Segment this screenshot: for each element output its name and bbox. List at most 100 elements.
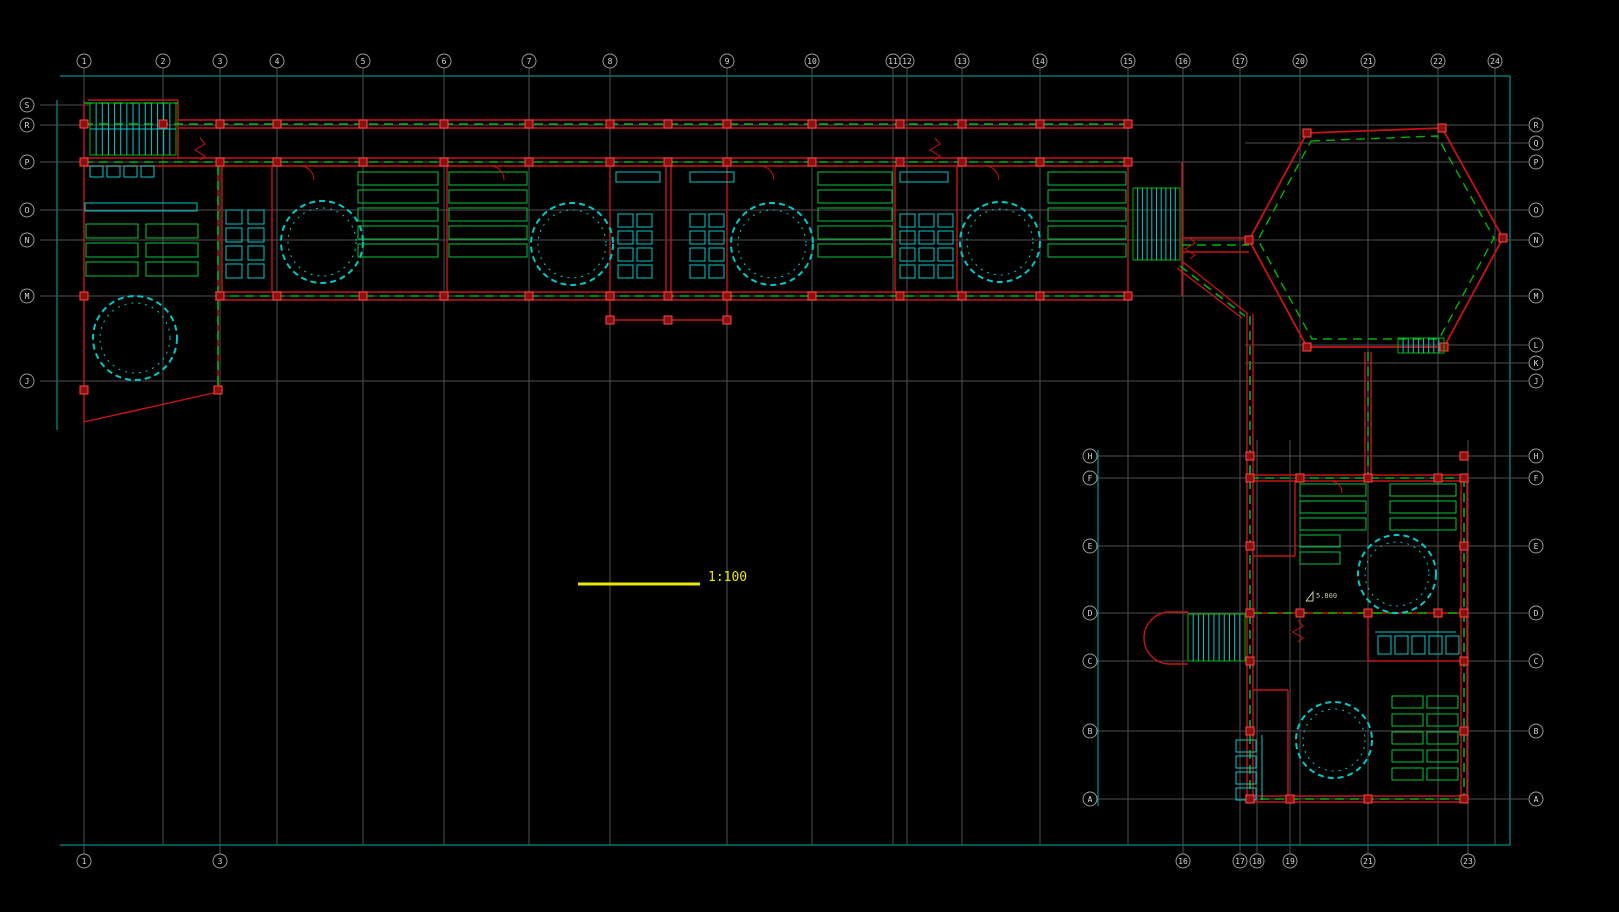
svg-text:B: B [1088,727,1093,736]
grid-bubble: R [1528,117,1544,133]
grid-bubble: M [1528,288,1544,304]
svg-text:P: P [1534,158,1539,167]
svg-text:12: 12 [902,57,912,66]
grid-bubble: 21 [1360,53,1376,69]
grid-bubble: 23 [1460,853,1476,869]
grid-bubble: J [19,373,35,389]
grid-bubble: 24 [1487,53,1503,69]
svg-text:C: C [1534,657,1539,666]
grid-bubble: 20 [1292,53,1308,69]
svg-text:L: L [1534,341,1539,350]
grid-bubble: O [1528,202,1544,218]
grid-bubble: A [1082,791,1098,807]
grid-bubble: 1 [76,53,92,69]
svg-text:R: R [25,121,30,130]
grid-bubble: 22 [1430,53,1446,69]
grid-bubble: B [1082,723,1098,739]
svg-text:14: 14 [1035,57,1045,66]
svg-text:3: 3 [218,57,223,66]
grid-bubble: 18 [1249,853,1265,869]
grid-bubble: 16 [1175,853,1191,869]
grid-bubble: J [1528,373,1544,389]
level-annotation: 5.800 [1305,590,1337,602]
border-frame [56,75,1511,846]
level-text: 5.800 [1316,592,1337,600]
grid-bubble: F [1082,470,1098,486]
svg-text:O: O [25,206,30,215]
svg-text:18: 18 [1252,857,1262,866]
building-plan [79,99,1508,804]
grid-bubble: A [1528,791,1544,807]
svg-text:23: 23 [1463,857,1473,866]
grid-bubble: 19 [1282,853,1298,869]
grid-bubble: E [1082,538,1098,554]
svg-text:A: A [1088,795,1093,804]
grid-bubble: 8 [602,53,618,69]
grid-bubble: E [1528,538,1544,554]
scale-bar: 1:100 [578,570,747,586]
grid-bubble: 15 [1120,53,1136,69]
grid-bubble: Q [1528,135,1544,151]
svg-text:19: 19 [1285,857,1295,866]
svg-text:16: 16 [1178,857,1188,866]
svg-text:S: S [25,101,30,110]
svg-text:Q: Q [1534,139,1539,148]
svg-text:M: M [25,292,30,301]
svg-text:3: 3 [218,857,223,866]
grid-bubble: 4 [269,53,285,69]
svg-text:E: E [1534,542,1539,551]
grid-bubble: 12 [899,53,915,69]
svg-text:5: 5 [361,57,366,66]
grid-bubble: F [1528,470,1544,486]
grid-bubble: 3 [212,53,228,69]
grid-bubble: B [1528,723,1544,739]
svg-text:24: 24 [1490,57,1500,66]
svg-text:13: 13 [957,57,967,66]
svg-text:B: B [1534,727,1539,736]
svg-text:1: 1 [82,857,87,866]
grid-bubble: 17 [1232,853,1248,869]
scale-text: 1:100 [708,570,747,585]
grid-bubble: L [1528,337,1544,353]
grid-bubble: 2 [155,53,171,69]
svg-text:21: 21 [1363,857,1373,866]
grid-bubble: P [1528,154,1544,170]
grid-bubble: C [1082,653,1098,669]
grid-bubble: H [1528,448,1544,464]
svg-text:H: H [1534,452,1539,461]
svg-text:H: H [1088,452,1093,461]
svg-text:9: 9 [725,57,730,66]
svg-text:7: 7 [527,57,532,66]
grid-bubble: 7 [521,53,537,69]
grid-bubble: N [19,232,35,248]
svg-text:F: F [1534,474,1539,483]
svg-text:17: 17 [1235,857,1245,866]
svg-text:15: 15 [1123,57,1133,66]
svg-text:O: O [1534,206,1539,215]
svg-text:17: 17 [1235,57,1245,66]
grid-bubble: 3 [212,853,228,869]
svg-text:D: D [1534,609,1539,618]
svg-text:N: N [25,236,30,245]
grid-bubble: R [19,117,35,133]
svg-text:22: 22 [1433,57,1443,66]
grid-bubble: D [1082,605,1098,621]
grid-bubble: 13 [954,53,970,69]
grid-bubble: 16 [1175,53,1191,69]
grid-bubble: K [1528,355,1544,371]
grid-bubble: 1 [76,853,92,869]
svg-text:C: C [1088,657,1093,666]
svg-text:D: D [1088,609,1093,618]
grid-bubble: S [19,97,35,113]
grid-bubble: M [19,288,35,304]
svg-text:8: 8 [608,57,613,66]
grid-lines [40,68,1528,854]
svg-text:J: J [25,377,30,386]
grid-bubble: 17 [1232,53,1248,69]
grid-bubble: 5 [355,53,371,69]
svg-text:11: 11 [888,57,898,66]
svg-text:A: A [1534,795,1539,804]
svg-text:J: J [1534,377,1539,386]
